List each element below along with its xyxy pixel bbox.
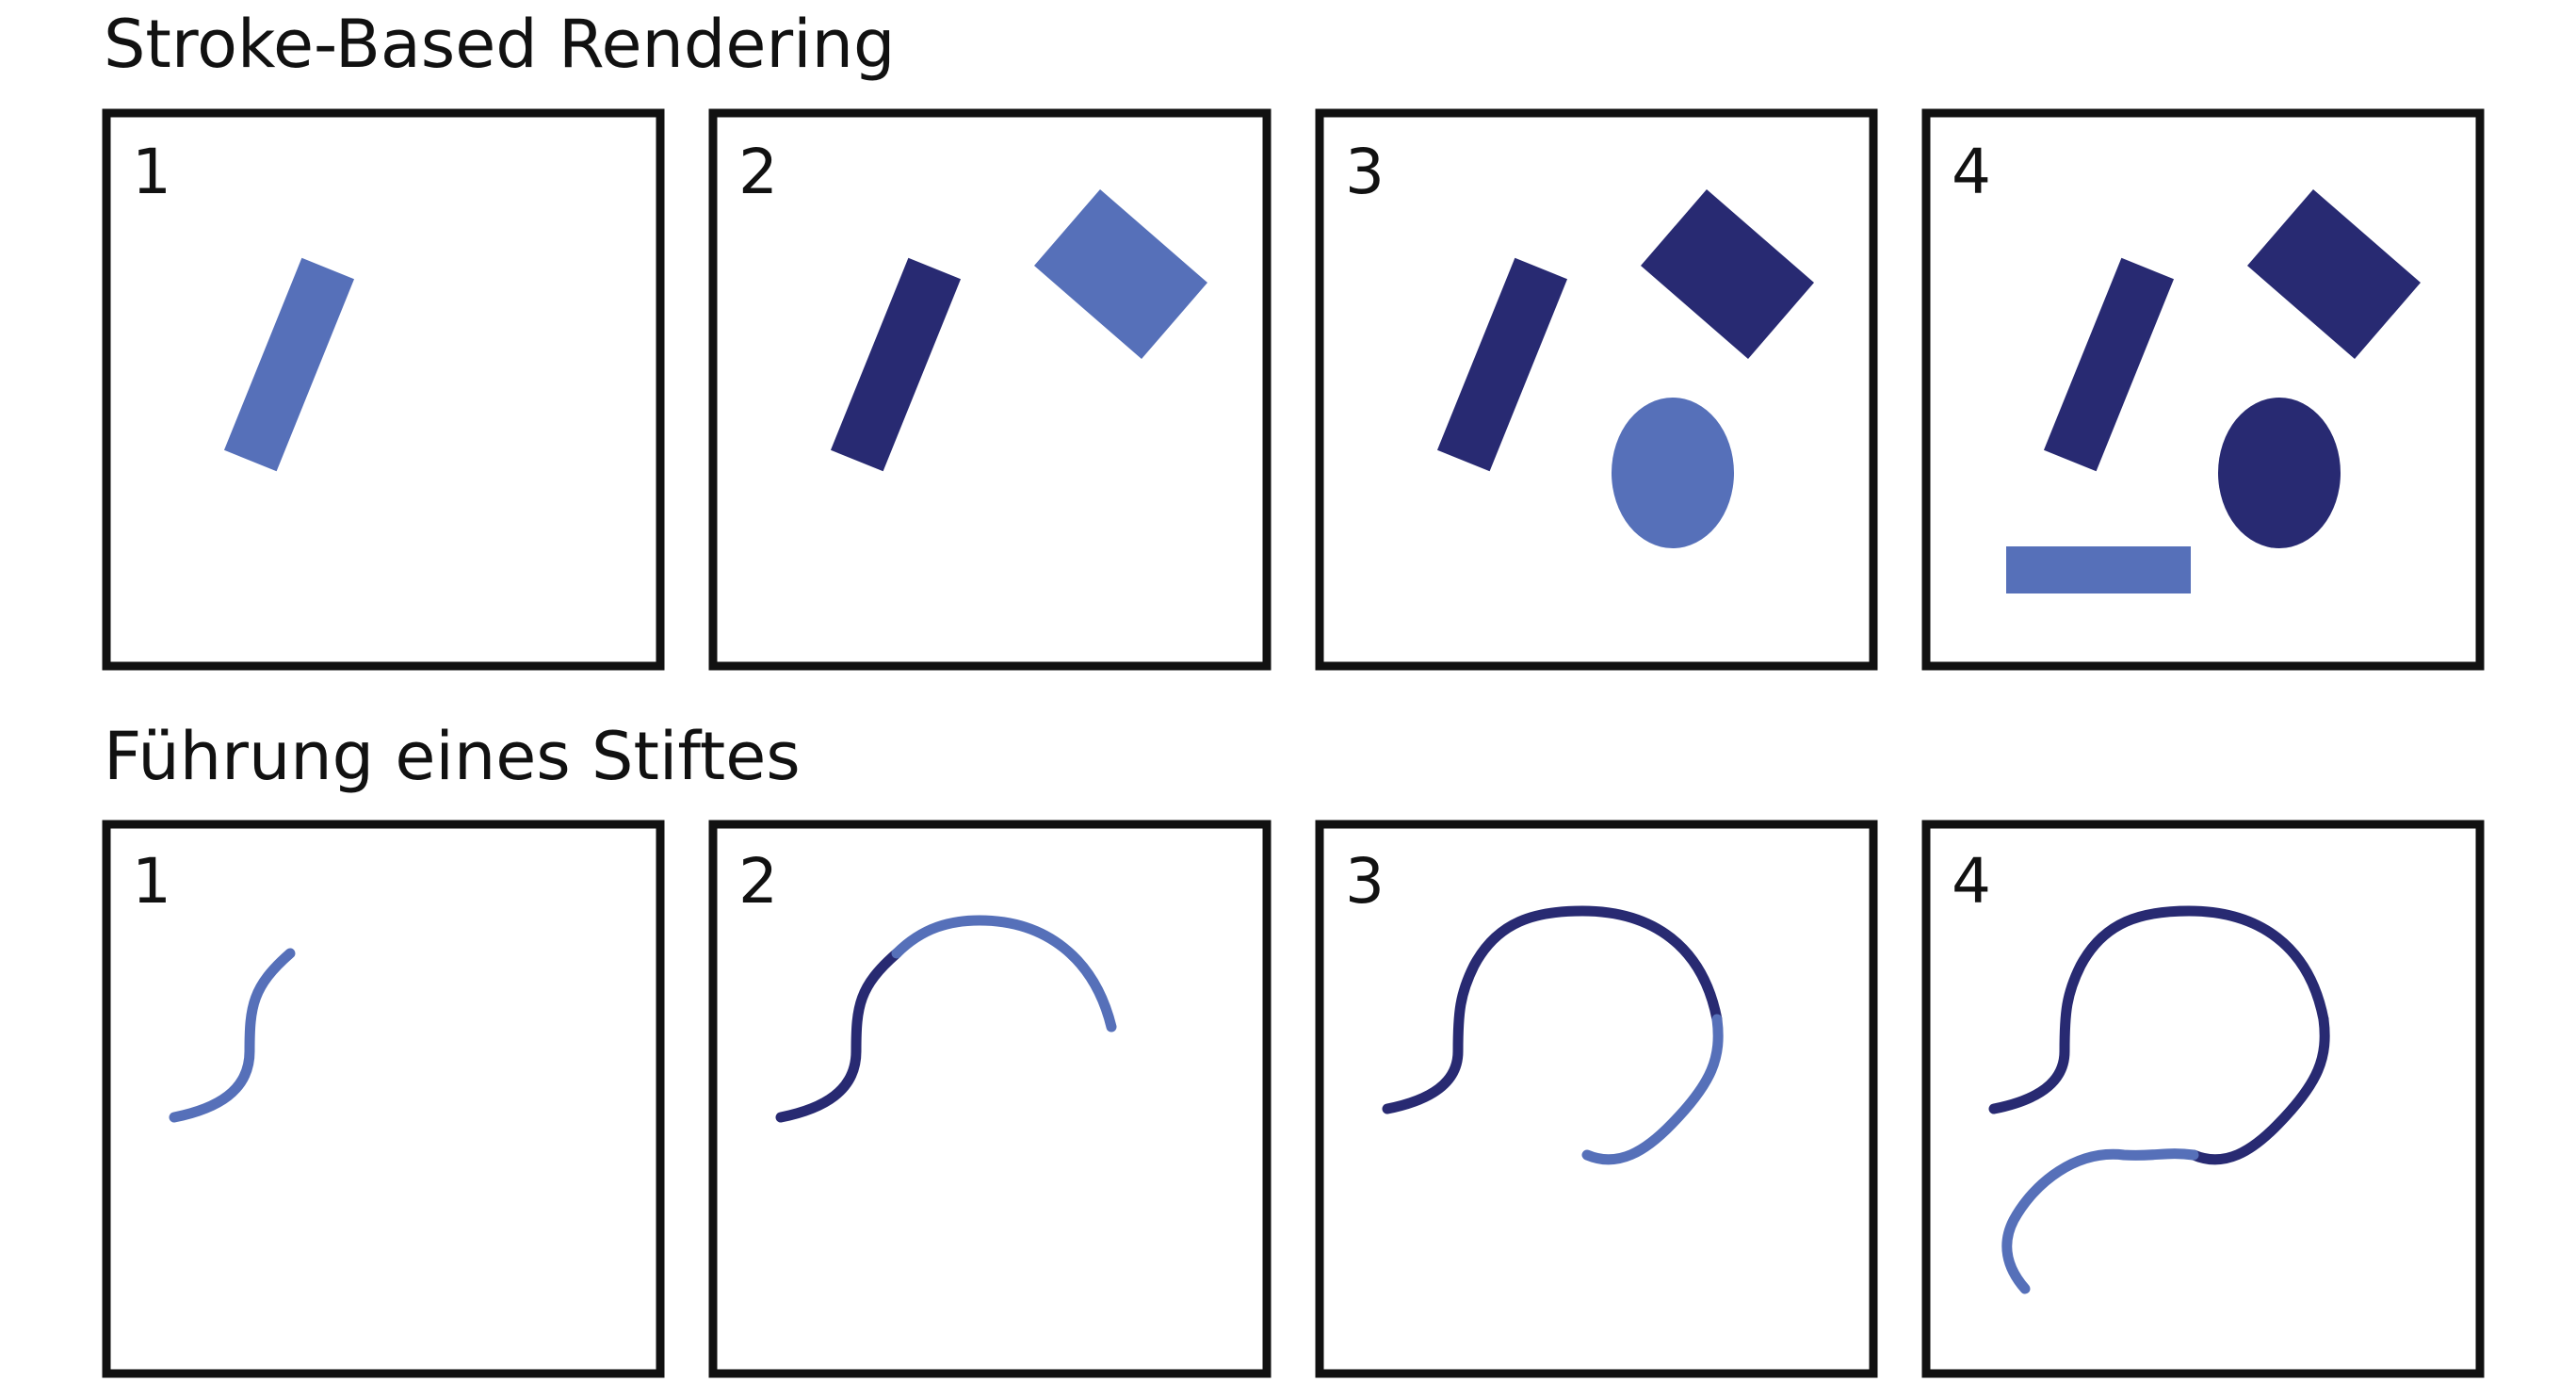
pen-stroke-segment-1	[1382, 905, 1723, 1114]
panel-number: 3	[1345, 845, 1385, 918]
pen-panel-3: 3	[1315, 820, 1878, 1378]
panel-frame	[708, 108, 1272, 671]
pen-panel-1: 1	[102, 820, 665, 1378]
ellipse-stroke	[1612, 398, 1734, 548]
rectangle-stroke	[830, 257, 962, 472]
pen-stroke-segment-1	[775, 948, 902, 1123]
panel-frame	[708, 820, 1272, 1378]
sbr-panel-3: 3	[1315, 108, 1878, 671]
panel-frame	[1315, 108, 1878, 671]
panel-frame	[102, 108, 665, 671]
pen-stroke-segment-1	[169, 948, 296, 1123]
panel-number: 2	[738, 845, 778, 918]
sbr-panel-4: 4	[1921, 108, 2485, 671]
square-stroke	[1034, 189, 1207, 359]
pen-panel-2: 2	[708, 820, 1272, 1378]
sbr-panel-2: 2	[708, 108, 1272, 671]
square-stroke	[1641, 189, 1814, 359]
section-title-stroke-based-rendering: Stroke-Based Rendering	[104, 6, 896, 83]
pen-stroke-segment-1	[1988, 905, 2329, 1114]
rectangle-stroke	[223, 257, 355, 472]
panel-number: 1	[132, 845, 171, 918]
panel-number: 3	[1345, 136, 1385, 208]
panel-number: 2	[738, 136, 778, 208]
pen-stroke-segment-2	[891, 915, 1117, 1032]
bar-stroke	[2006, 546, 2191, 593]
section-title-pen-guidance: Führung eines Stiftes	[104, 718, 801, 795]
sbr-panel-1: 1	[102, 108, 665, 671]
ellipse-stroke	[2218, 398, 2341, 548]
panel-number: 1	[132, 136, 171, 208]
panel-frame	[102, 820, 665, 1378]
pen-stroke-segment-3	[2188, 1014, 2330, 1165]
panel-number: 4	[1952, 136, 1991, 208]
rectangle-stroke	[1436, 257, 1568, 472]
pen-stroke-segment-3	[1581, 1014, 1724, 1165]
square-stroke	[2247, 189, 2421, 359]
pen-stroke-segment-4	[2001, 1148, 2199, 1294]
pen-panel-4: 4	[1921, 820, 2485, 1378]
panel-number: 4	[1952, 845, 1991, 918]
rectangle-stroke	[2043, 257, 2175, 472]
